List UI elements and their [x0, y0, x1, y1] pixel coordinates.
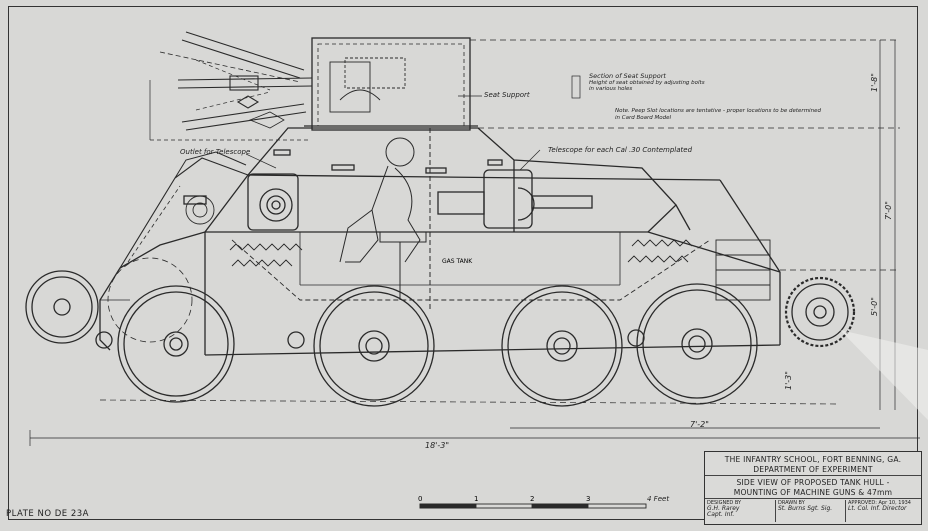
peep-slot-note: Note. Peep Slot locations are tentative … [615, 108, 821, 121]
suspension-springs [229, 239, 771, 301]
turret-guns [159, 31, 313, 131]
partial-length-dim: 7'-2" [690, 420, 709, 429]
drawing-border [8, 6, 918, 520]
turret [304, 37, 478, 131]
upper-height-dim: 1'-8" [870, 73, 879, 92]
approved-cell: APPROVED: Apr 10, 1934 Lt. Col. Inf. Dir… [845, 500, 922, 522]
crew-figure [339, 128, 431, 310]
overall-length-dim: 18'-3" [425, 441, 450, 450]
leaders [245, 75, 581, 171]
gas-tank-label: GAS TANK [442, 258, 473, 265]
scale-tick-3: 3 [586, 495, 591, 503]
section-seat-support-title: Section of Seat Support [589, 72, 666, 80]
seat-support-label: Seat Support [484, 91, 530, 99]
hull-nose [99, 151, 249, 351]
scale-tick-1: 1 [474, 495, 479, 503]
drawn-by-cell: DRAWN BY St. Burns Sgt. Sig. [775, 500, 844, 522]
lower-height-dim: 5'-0" [870, 297, 879, 316]
title-line-3: SIDE VIEW OF PROPOSED TANK HULL - [736, 478, 890, 487]
outlet-telescope-label: Outlet for Telescope [180, 148, 251, 156]
designed-by-cell: DESIGNED BY G.H. Rarey Capt. Inf. [707, 500, 742, 518]
road-wheels [25, 257, 856, 407]
ball-mounts [247, 169, 593, 231]
dimension-lines [29, 39, 920, 446]
section-seat-support-note: Height of seat obtained by adjusting bol… [589, 80, 705, 92]
scale-tick-2: 2 [530, 495, 535, 503]
scale-tick-0: 0 [418, 495, 423, 503]
title-line-4: MOUNTING OF MACHINE GUNS & 47mm [733, 488, 893, 497]
wheel-height-dim: 1'-3" [784, 371, 793, 390]
telescope-label: Telescope for each Cal .30 Contemplated [548, 146, 693, 154]
title-block: THE INFANTRY SCHOOL, FORT BENNING, GA. D… [704, 451, 922, 525]
scale-bar [419, 503, 647, 509]
title-line-1: THE INFANTRY SCHOOL, FORT BENNING, GA. [724, 455, 902, 464]
title-line-2: DEPARTMENT OF EXPERIMENT [753, 465, 873, 474]
total-height-dim: 7'-0" [884, 201, 893, 220]
scale-label: 4 Feet [647, 495, 670, 503]
plate-number: PLATE NO DE 23A [6, 509, 89, 519]
